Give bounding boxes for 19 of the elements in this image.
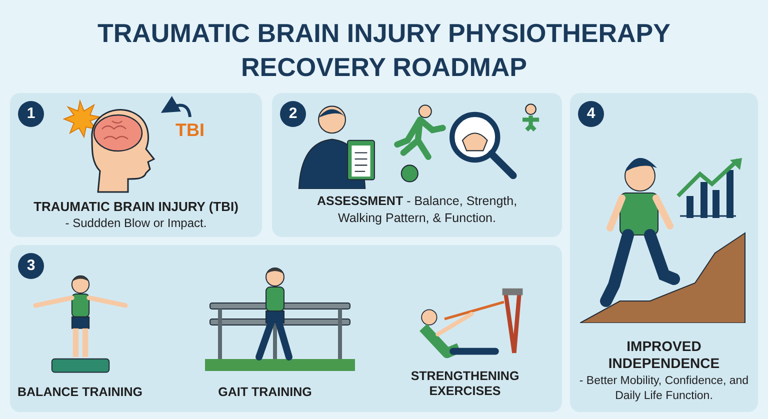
exercise-label: GAIT TRAINING [217, 384, 313, 401]
step-description: - Suddden Blow or Impact. [64, 215, 208, 232]
step-number-badge: 3 [18, 253, 44, 279]
step-description: ASSESSMENT - Balance, Strength, Walking Pattern, & Function. [316, 193, 518, 227]
title: TRAUMATIC BRAIN INJURY PHYSIOTHERAPY RECOVERY ROADMAP [96, 17, 672, 84]
step-number-badge: 1 [18, 101, 44, 127]
step-heading: IMPROVED INDEPENDENCE [607, 338, 721, 372]
step-number-badge: 2 [280, 101, 306, 127]
step-panel [272, 93, 562, 237]
exercise-label: BALANCE TRAINING [16, 384, 144, 401]
step-description: - Better Mobility, Confidence, and Daily Life Function. [578, 374, 750, 404]
exercise-label: STRENGTHENING EXERCISES [410, 369, 520, 399]
step-heading: TRAUMATIC BRAIN INJURY (TBI) [32, 198, 240, 216]
step-panel [570, 93, 758, 412]
arrow [160, 96, 192, 118]
step-panel [10, 245, 562, 412]
callout-label: TBI [172, 119, 208, 141]
step-panel [10, 93, 262, 237]
step-number-badge: 4 [578, 101, 604, 127]
